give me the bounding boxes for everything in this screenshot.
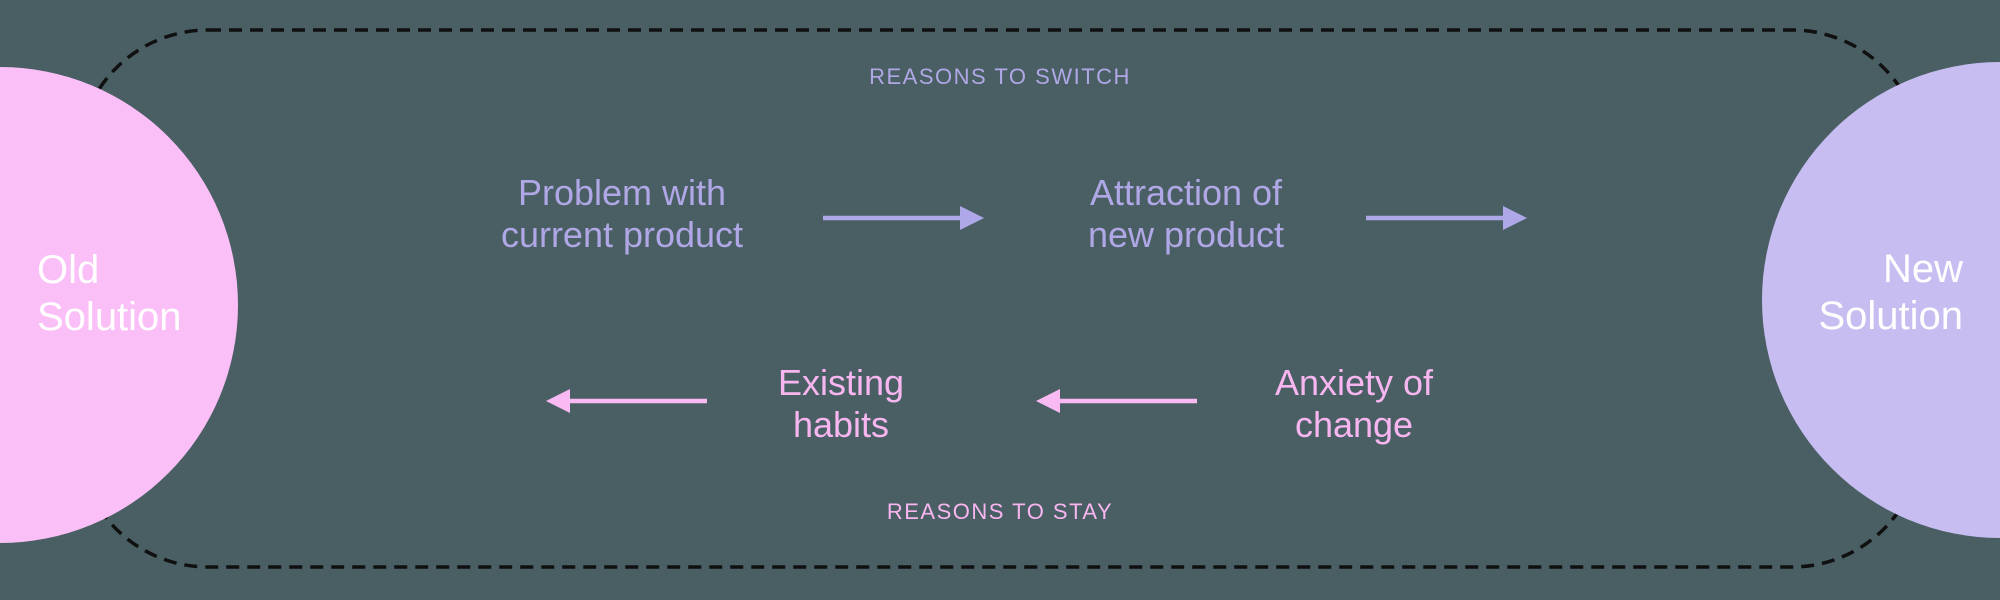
arrow-right-icon — [823, 206, 984, 230]
new-solution-label: New Solution — [1818, 247, 1963, 338]
flow-node-existing-habits: Existing habits — [777, 362, 905, 445]
old-solution-label: Old Solution — [37, 248, 182, 339]
flow-node-attraction-of-new-product: Attraction of new product — [1087, 172, 1285, 255]
flow-node-anxiety-of-change: Anxiety of change — [1274, 362, 1434, 445]
arrow-right-icon — [1366, 206, 1527, 230]
arrow-left-icon — [546, 389, 707, 413]
flow-node-problem-with-current-product: Problem with current product — [500, 172, 744, 255]
arrow-left-icon — [1036, 389, 1197, 413]
reasons-to-stay-label: REASONS TO STAY — [886, 499, 1114, 524]
reasons-to-switch-label: REASONS TO SWITCH — [869, 64, 1131, 89]
